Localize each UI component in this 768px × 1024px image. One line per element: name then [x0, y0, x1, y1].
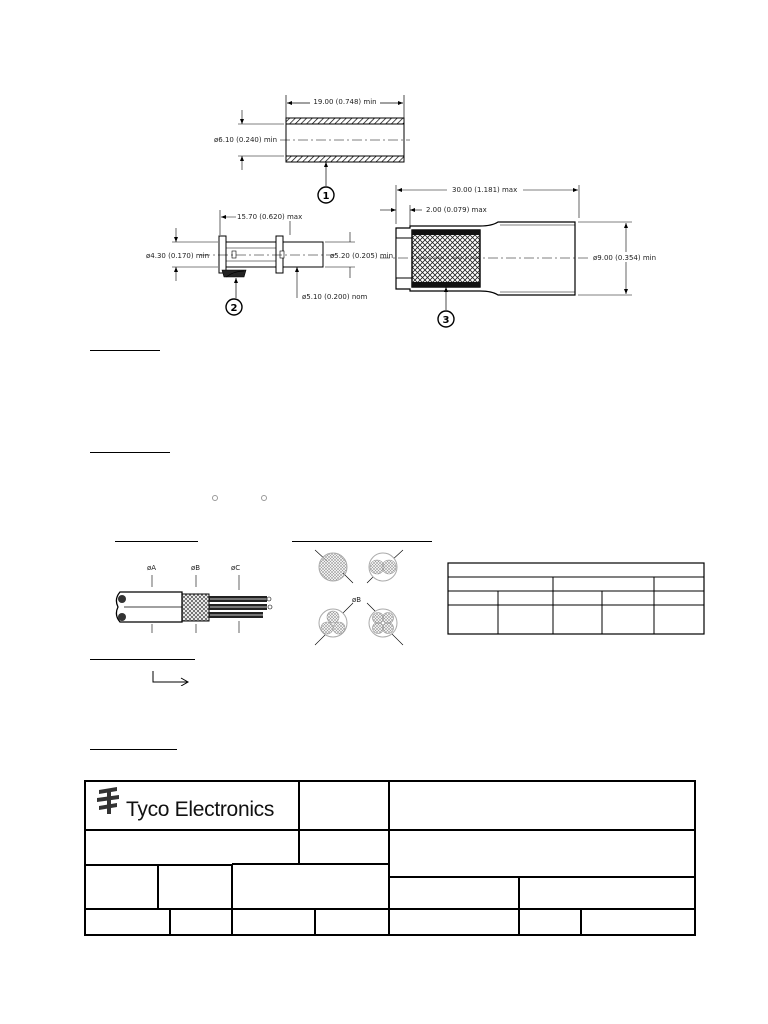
- part2-length-dim: 15.70 (0.620) max: [237, 213, 302, 221]
- balloon-2: [225, 298, 243, 316]
- cross-section-label: øB: [352, 596, 361, 604]
- part1-length-dim: 19.00 (0.748) min: [313, 98, 376, 106]
- technical-drawing: 19.00 (0.748) min ø6.10 (0.240) min 1 15…: [146, 95, 660, 328]
- cable-label-b: øB: [191, 564, 200, 572]
- section-heading-rule-4: [292, 541, 432, 542]
- section-heading-rule-1: [90, 350, 160, 351]
- braid-section: [411, 229, 481, 288]
- part2-nom-dim: ø5.10 (0.200) nom: [302, 293, 368, 301]
- sleeve-wall-bottom: [285, 155, 405, 163]
- part-3-boot: 30.00 (1.181) max 2.00 (0.079) max ø9.00…: [380, 184, 660, 328]
- balloon-3: [437, 310, 455, 328]
- section-heading-rule-6: [90, 749, 177, 750]
- cable-braid: [181, 593, 210, 622]
- section-heading-rule-3: [115, 541, 198, 542]
- cable-figure: øA øB øC: [115, 564, 273, 633]
- part3-length-dim: 30.00 (1.181) max: [452, 186, 517, 194]
- sleeve-wall-top: [285, 117, 405, 125]
- part3-step-dim: 2.00 (0.079) max: [426, 206, 487, 214]
- cable-label-c: øC: [231, 564, 240, 572]
- degree-mark: [212, 495, 218, 501]
- arrow-icon: [152, 671, 190, 686]
- cross-section-4: [368, 608, 398, 638]
- cable-label-a: øA: [147, 564, 156, 572]
- cross-section-figure: øB: [314, 549, 404, 646]
- svg-text:2: 2: [231, 303, 238, 314]
- part1-id-dim: ø6.10 (0.240) min: [214, 136, 277, 144]
- degree-mark: [261, 495, 267, 501]
- cross-section-1: [318, 552, 348, 582]
- part-2-contact: 15.70 (0.620) max ø4.30 (0.170) min ø5.2…: [146, 210, 393, 316]
- company-logo-icon: [97, 787, 119, 814]
- section-heading-rule-2: [90, 452, 170, 453]
- part2-bore-dim: ø5.20 (0.205) min: [330, 252, 393, 260]
- part2-od-dim: ø4.30 (0.170) min: [146, 252, 209, 260]
- section-heading-rule-5: [90, 659, 195, 660]
- dimension-table: [447, 562, 705, 635]
- svg-text:3: 3: [443, 315, 450, 326]
- balloon-1: [317, 186, 335, 204]
- company-name: Tyco Electronics: [126, 798, 275, 821]
- svg-text:1: 1: [323, 191, 330, 202]
- part3-od-dim: ø9.00 (0.354) min: [593, 254, 656, 262]
- part-1-sleeve: 19.00 (0.748) min ø6.10 (0.240) min 1: [214, 95, 410, 204]
- title-block: [84, 780, 696, 936]
